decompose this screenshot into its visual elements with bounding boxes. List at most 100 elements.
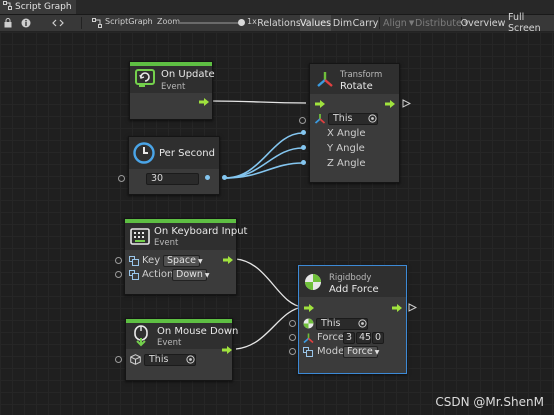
action-input-port[interactable]: [115, 271, 122, 278]
flow-connection-keyboard-addforce: [235, 258, 304, 308]
force-x-field[interactable]: 3: [343, 332, 355, 344]
overview-button[interactable]: Overview: [460, 17, 506, 29]
chevron-down-icon: ▼: [197, 258, 203, 265]
flow-output-arrow-icon[interactable]: [223, 256, 233, 267]
align-dropdown[interactable]: Align ▼: [380, 15, 414, 31]
flow-input-arrow-icon[interactable]: [315, 100, 325, 111]
lock-icon[interactable]: [4, 18, 12, 31]
clock-icon: [133, 142, 155, 167]
vector3-icon: [303, 333, 314, 347]
add-force-force-port[interactable]: [289, 334, 296, 341]
port-label-z-angle: Z Angle: [327, 158, 366, 169]
key-dropdown[interactable]: Space▼: [163, 255, 203, 267]
fullscreen-button[interactable]: Full Screen: [508, 12, 541, 34]
flow-connection-update-rotate: [211, 100, 307, 104]
mouse-target-port[interactable]: [115, 356, 122, 363]
node-per-second[interactable]: Per Second 30: [128, 136, 220, 195]
enum-icon: [129, 256, 139, 269]
node-on-keyboard-input[interactable]: On Keyboard Input Event Key Space▼ Actio…: [124, 218, 247, 295]
mode-label: Mode: [317, 346, 345, 357]
key-label: Key: [142, 255, 161, 266]
rotate-target-field[interactable]: This: [328, 113, 378, 125]
breadcrumb[interactable]: ScriptGraph: [105, 17, 153, 26]
field-value: 30: [151, 173, 164, 184]
node-transform-rotate[interactable]: Transform Rotate This X Angle Y Angle Z …: [309, 63, 400, 183]
key-input-port[interactable]: [115, 257, 122, 264]
value-connection-z: [224, 162, 304, 179]
keyboard-icon: [130, 228, 150, 248]
flow-output-arrow-icon[interactable]: [222, 346, 232, 357]
watermark: CSDN @Mr.ShenM: [435, 395, 544, 409]
target-picker-icon[interactable]: [186, 355, 195, 367]
force-label: Force: [317, 332, 345, 343]
port-label-y-angle: Y Angle: [327, 143, 365, 154]
node-title: Add Force: [329, 284, 379, 295]
rigidbody-small-icon: [303, 318, 314, 332]
flow-output-port-icon[interactable]: [402, 99, 412, 111]
graph-canvas[interactable]: [0, 32, 554, 415]
carry-button[interactable]: Carry: [352, 17, 379, 29]
field-value: This: [333, 113, 353, 124]
force-y-field[interactable]: 45: [356, 332, 371, 344]
tab-script-graph[interactable]: Script Graph: [0, 0, 76, 14]
dropdown-value: Down: [176, 269, 203, 280]
target-picker-icon[interactable]: [368, 114, 377, 126]
zoom-slider-track[interactable]: [179, 22, 243, 24]
rotate-z-port[interactable]: [301, 160, 306, 165]
field-value: This: [321, 318, 341, 329]
field-value: 0: [375, 332, 382, 343]
info-icon[interactable]: [21, 18, 31, 31]
add-force-target-field[interactable]: This: [316, 318, 368, 330]
node-title: On Keyboard Input: [154, 226, 248, 237]
flow-input-arrow-icon[interactable]: [304, 304, 314, 315]
code-icon[interactable]: [52, 18, 64, 31]
flow-output-port-icon[interactable]: [408, 303, 418, 315]
flow-output-arrow-icon[interactable]: [199, 98, 209, 109]
mode-dropdown[interactable]: Force▼: [343, 346, 379, 358]
dropdown-value: Space: [167, 255, 196, 266]
rotate-target-port[interactable]: [299, 117, 306, 124]
rotate-x-port[interactable]: [301, 130, 306, 135]
node-on-update[interactable]: On Update Event: [129, 61, 215, 120]
mouse-down-icon: [132, 325, 150, 350]
force-z-field[interactable]: 0: [372, 332, 384, 344]
per-second-output-port[interactable]: [205, 175, 210, 180]
enum-icon: [129, 270, 139, 283]
action-label: Action: [142, 269, 174, 280]
node-rigidbody-add-force[interactable]: Rigidbody Add Force This Force 3 45 0 Mo…: [298, 265, 407, 374]
flow-connection-mouse-addforce: [235, 306, 304, 350]
node-category: Rigidbody: [329, 273, 372, 283]
chevron-down-icon: ▼: [408, 19, 415, 27]
graph-icon: [3, 1, 12, 13]
rotate-y-port[interactable]: [301, 145, 306, 150]
node-title: On Mouse Down: [157, 326, 239, 337]
per-second-connection-port[interactable]: [222, 175, 227, 180]
dropdown-value: Force: [347, 346, 373, 357]
action-dropdown[interactable]: Down▼: [172, 269, 210, 281]
relations-button[interactable]: Relations: [257, 17, 301, 29]
mouse-target-field[interactable]: This: [144, 354, 196, 366]
tab-title: Script Graph: [15, 2, 72, 12]
transform-small-icon: [314, 113, 326, 128]
toolbar: [0, 15, 554, 32]
update-icon: [135, 69, 155, 92]
node-title: On Update: [161, 69, 215, 80]
add-force-target-port[interactable]: [289, 320, 296, 327]
per-second-input[interactable]: 30: [146, 173, 199, 185]
target-picker-icon[interactable]: [358, 319, 367, 331]
flow-output-arrow-icon[interactable]: [385, 100, 395, 111]
node-on-mouse-down[interactable]: On Mouse Down Event This: [125, 318, 238, 381]
enum-icon: [303, 347, 313, 360]
cube-icon: [130, 354, 141, 368]
flow-output-arrow-icon[interactable]: [392, 304, 402, 315]
tab-bar: [0, 0, 554, 15]
distribute-dropdown[interactable]: Distribute ▼: [412, 15, 469, 31]
add-force-mode-port[interactable]: [289, 348, 296, 355]
chevron-down-icon: ▼: [463, 19, 470, 27]
dim-button[interactable]: Dim: [332, 17, 353, 29]
per-second-input-port[interactable]: [118, 175, 125, 182]
zoom-slider-handle[interactable]: [238, 19, 245, 26]
values-button[interactable]: Values: [300, 15, 331, 31]
zoom-value: 1x: [247, 17, 257, 26]
